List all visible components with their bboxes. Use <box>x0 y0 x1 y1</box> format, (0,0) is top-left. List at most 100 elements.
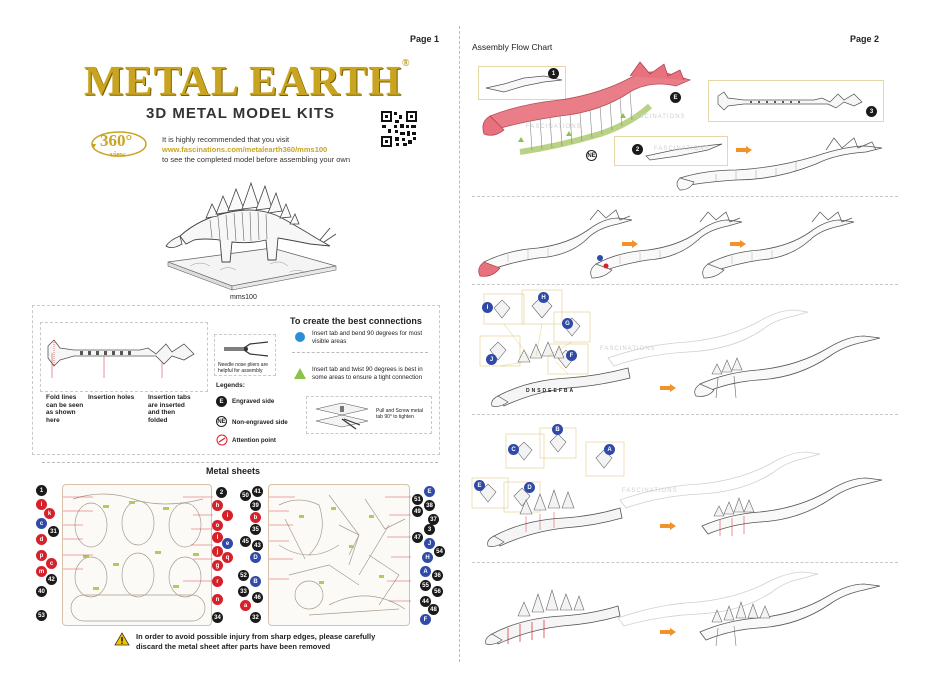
part-label: e <box>222 538 233 549</box>
flow-arrow-icon <box>660 384 676 392</box>
part-label: g <box>212 560 223 571</box>
section-divider <box>472 284 898 285</box>
part-label: a <box>240 600 251 611</box>
metal-sheet-2 <box>268 484 411 626</box>
row-4-assembly-image <box>471 427 883 547</box>
kit-subtitle: 3D METAL MODEL KITS <box>146 105 336 122</box>
part-diagram-box <box>40 322 208 392</box>
part-label: j <box>212 546 223 557</box>
step-1-assembly-image <box>482 61 692 155</box>
part-label: o <box>212 520 223 531</box>
needle-nose-pliers-icon <box>224 341 269 357</box>
watermark: FASCINATIONS <box>622 488 678 494</box>
step-2-part-image <box>645 143 723 161</box>
tab-bend-note: Insert tab and bend 90 degrees for most … <box>312 330 423 345</box>
step-number-2: 2 <box>632 144 643 155</box>
pliers-box <box>214 334 276 376</box>
non-engraved-side-icon: NE <box>216 416 227 427</box>
safety-warning: In order to avoid possible injury from s… <box>136 632 376 651</box>
qr-code-icon[interactable] <box>380 110 418 148</box>
part-label: B <box>250 576 261 587</box>
metal-sheets-separator <box>42 462 438 463</box>
part-label: J <box>424 538 435 549</box>
part-label: c <box>46 558 57 569</box>
part-label: h <box>212 500 223 511</box>
part-label: 51 <box>412 494 423 505</box>
part-label: 53 <box>36 610 47 621</box>
flow-arrow-icon <box>622 240 638 248</box>
bone-part-diagram <box>47 339 195 378</box>
badge-word: view <box>110 150 126 159</box>
part-label: G <box>562 318 573 329</box>
part-label: A <box>420 566 431 577</box>
sheet-2-parts-image <box>269 494 411 616</box>
part-label: q <box>222 552 233 563</box>
instructions-panel <box>32 305 440 455</box>
warning-icon <box>114 632 130 646</box>
part-label: 46 <box>252 592 263 603</box>
part-label: 39 <box>250 500 261 511</box>
page-divider <box>459 26 460 662</box>
part-label: 47 <box>412 532 423 543</box>
part-label: 45 <box>240 536 251 547</box>
watermark: FASCINATIONS <box>630 114 686 120</box>
part-label: p <box>36 550 47 561</box>
part-label: B <box>552 424 563 435</box>
non-engraved-side-marker: NE <box>586 150 597 161</box>
part-label: r <box>212 576 223 587</box>
fold-lines-label: Fold lines can be seen as shown here <box>46 394 84 424</box>
section-divider <box>472 414 898 415</box>
part-label: 48 <box>428 604 439 615</box>
part-label: 32 <box>250 612 261 623</box>
step-number-3: 3 <box>866 106 877 117</box>
view-360-badge[interactable]: 360° view <box>90 126 148 162</box>
row-3-assembly-image <box>479 289 881 407</box>
part-label: 49 <box>412 506 423 517</box>
legend-attention: Attention point <box>232 437 276 444</box>
sheet-1-parts-image <box>63 493 213 622</box>
engraved-side-icon: E <box>216 396 227 407</box>
tab-twist-note: Insert tab and twist 90 degrees is best … <box>312 366 423 381</box>
attention-point-icon <box>216 434 228 446</box>
part-label: 52 <box>238 570 249 581</box>
row-5-assembly-image <box>485 571 881 647</box>
step-1-part-image <box>485 75 563 93</box>
part-label: F <box>566 350 577 361</box>
part-label: l <box>212 532 223 543</box>
part-label: 43 <box>252 540 263 551</box>
flow-arrow-icon <box>730 240 746 248</box>
watermark: FASCINATIONS <box>600 346 656 352</box>
flow-chart-title: Assembly Flow Chart <box>472 42 553 52</box>
part-label: C <box>508 444 519 455</box>
step-number-1: 1 <box>548 68 559 79</box>
part-label: E <box>424 486 435 497</box>
metal-sheets-title: Metal sheets <box>206 466 261 476</box>
part-label: 42 <box>46 574 57 585</box>
metal-sheet-1 <box>62 484 213 626</box>
pull-screw-note: Pull and Screw metal tab 90° to tighten <box>376 408 423 420</box>
intro-url-link[interactable]: www.fascinations.com/metalearth360/mms10… <box>162 145 328 154</box>
part-label: i <box>222 510 233 521</box>
part-label: H <box>538 292 549 303</box>
part-label: 33 <box>238 586 249 597</box>
legend-engraved: Engraved side <box>232 398 275 405</box>
insertion-tabs-label: Insertion tabs are inserted and then fol… <box>148 394 191 424</box>
plate-letters: DNSDEEFBA <box>526 388 576 394</box>
part-label: 36 <box>432 570 443 581</box>
part-label: 31 <box>48 526 59 537</box>
insertion-holes-label: Insertion holes <box>88 394 135 401</box>
part-label: b <box>250 512 261 523</box>
part-label: D <box>524 482 535 493</box>
flow-arrow-icon <box>660 522 676 530</box>
part-label: I <box>482 302 493 313</box>
logo-text: METAL EARTH <box>84 59 402 105</box>
engraved-side-marker: E <box>670 92 681 103</box>
pull-screw-box <box>306 396 432 434</box>
part-label: F <box>420 614 431 625</box>
intro-line-3: to see the completed model before assemb… <box>162 155 351 164</box>
part-label: 34 <box>212 612 223 623</box>
connections-title: To create the best connections <box>290 316 422 326</box>
row-1-result-image <box>676 137 883 191</box>
part-label: 35 <box>250 524 261 535</box>
part-label: 38 <box>424 500 435 511</box>
